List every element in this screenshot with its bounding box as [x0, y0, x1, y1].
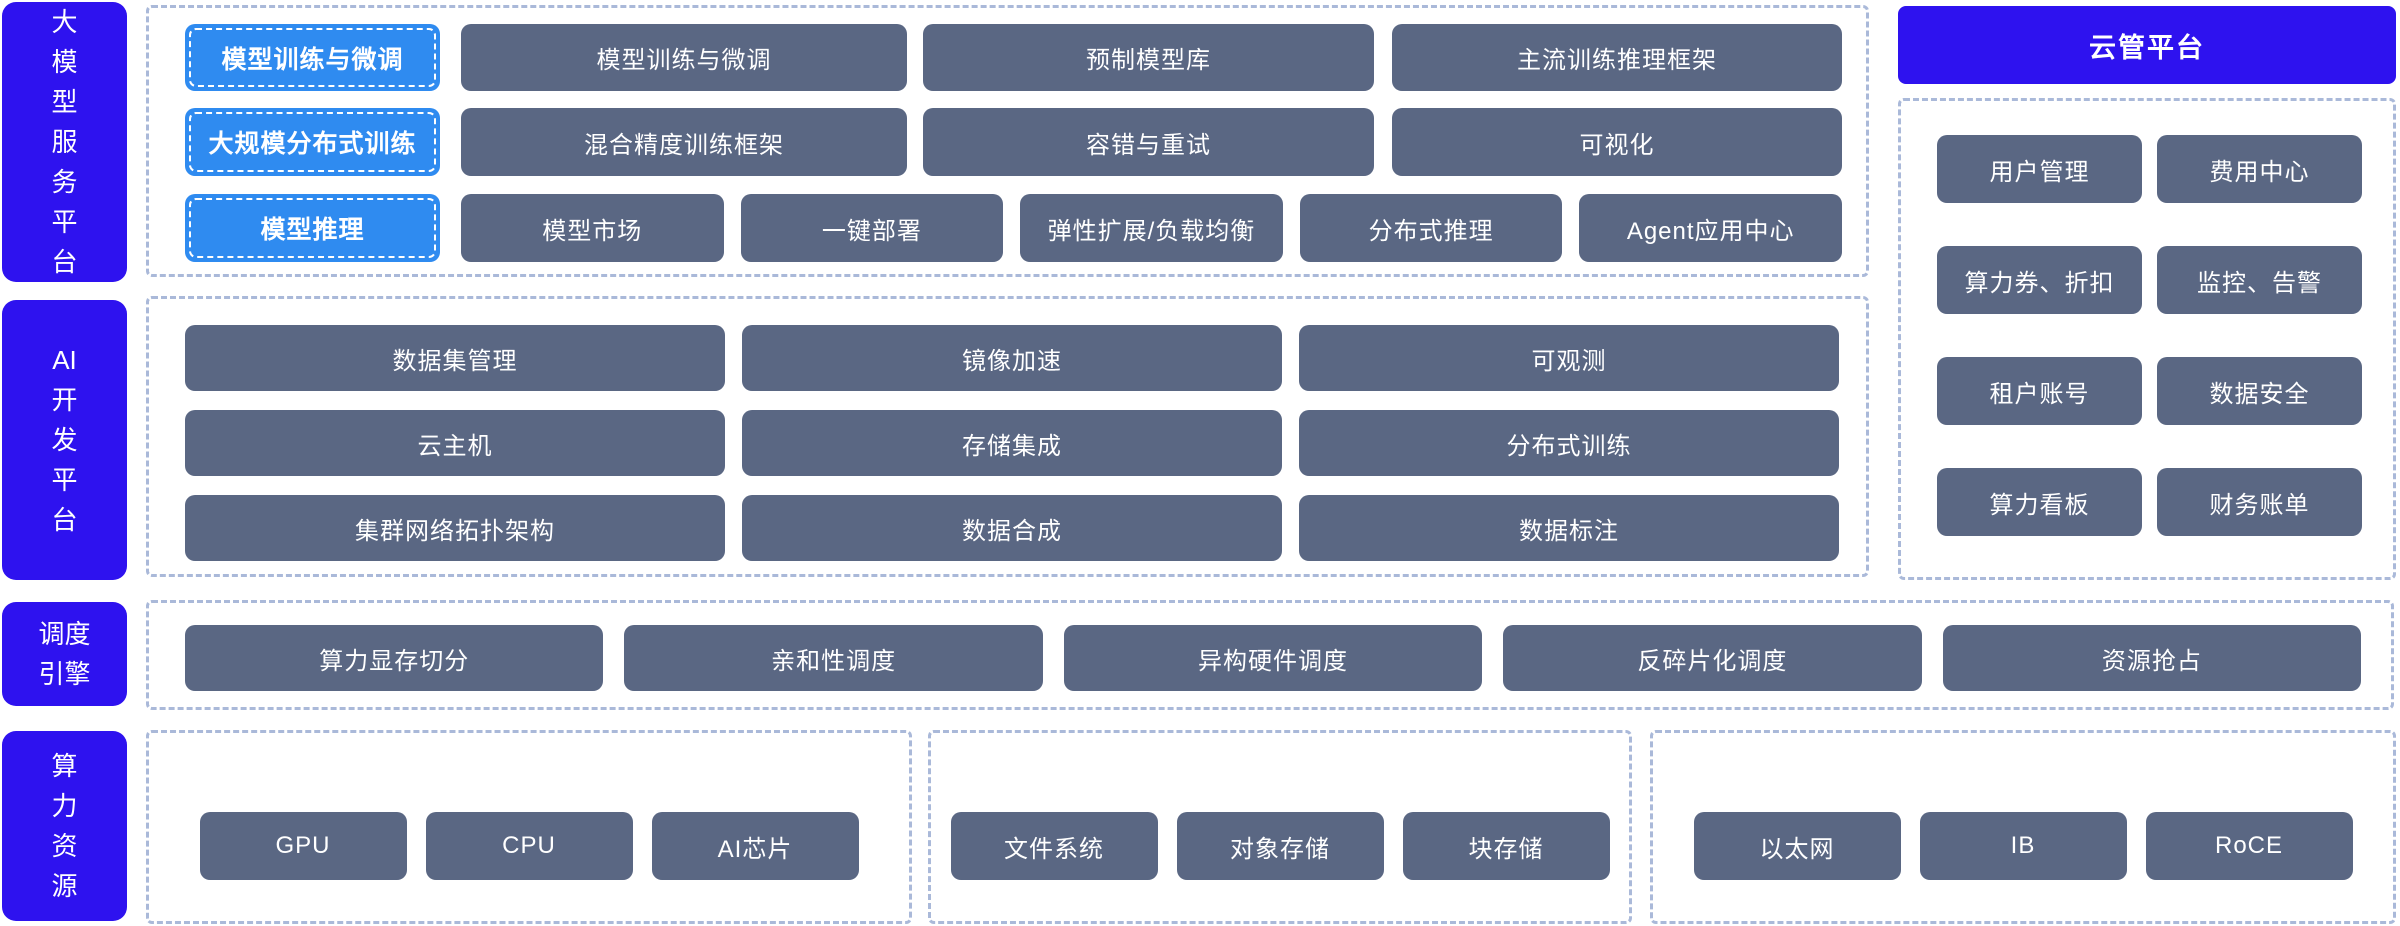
tile-gpu-memory-partition: 算力显存切分: [185, 625, 604, 691]
section-model-service-platform: 模型训练与微调 模型训练与微调 预制模型库 主流训练推理框架 大规模分布式训练 …: [146, 5, 1869, 277]
tile-billing-center: 费用中心: [2157, 135, 2362, 203]
tile-tenant-account: 租户账号: [1937, 357, 2142, 425]
tile-resource-preemption: 资源抢占: [1942, 625, 2362, 691]
tile-dataset-management: 数据集管理: [185, 325, 725, 391]
tile-roce: RoCE: [2145, 812, 2353, 880]
section-cloud-mgmt: 用户管理 费用中心 算力券、折扣 监控、告警 租户账号 数据安全 算力看板 财务…: [1898, 98, 2396, 580]
sidebar-char: 引擎: [38, 659, 91, 689]
tile-distributed-training: 分布式训练: [1299, 410, 1839, 476]
sidebar-char: 服: [51, 127, 78, 157]
sidebar-char: 开: [51, 385, 78, 415]
tile-mixed-precision-framework: 混合精度训练框架: [461, 108, 907, 176]
tile-fault-tolerance-retry: 容错与重试: [923, 108, 1374, 176]
sidebar-char: 平: [51, 465, 78, 495]
section-ai-dev-platform: 数据集管理 镜像加速 可观测 云主机 存储集成 分布式训练 集群网络拓扑架构 数…: [146, 296, 1869, 577]
sidebar-char: 资: [51, 831, 78, 861]
tile-data-security: 数据安全: [2157, 357, 2362, 425]
section-scheduler-engine: 算力显存切分 亲和性调度 异构硬件调度 反碎片化调度 资源抢占: [146, 600, 2394, 710]
tile-cloud-host: 云主机: [185, 410, 725, 476]
tile-large-scale-distributed-training-highlight: 大规模分布式训练: [185, 108, 440, 176]
sidebar-char: AI: [52, 345, 77, 375]
tile-heterogeneous-hardware-scheduling: 异构硬件调度: [1063, 625, 1483, 691]
sidebar-model-service-platform: 大 模 型 服 务 平 台: [2, 2, 127, 282]
tile-object-storage: 对象存储: [1176, 812, 1384, 880]
tile-label: 模型训练与微调: [189, 28, 436, 87]
sidebar-char: 台: [51, 247, 78, 277]
section-compute-network: 以太网 IB RoCE: [1650, 730, 2396, 924]
tile-storage-integration: 存储集成: [742, 410, 1282, 476]
tile-ai-chip: AI芯片: [651, 812, 859, 880]
tile-label: 模型推理: [189, 198, 436, 258]
tile-affinity-scheduling: 亲和性调度: [624, 625, 1043, 691]
sidebar-char: 台: [51, 505, 78, 535]
tile-model-training-finetune-highlight: 模型训练与微调: [185, 24, 440, 91]
sidebar-char: 发: [51, 425, 78, 455]
sidebar-compute-resources: 算 力 资 源: [2, 731, 127, 921]
tile-model-market: 模型市场: [461, 194, 724, 262]
tile-visualization: 可视化: [1392, 108, 1842, 176]
cloud-mgmt-title: 云管平台: [1898, 6, 2396, 84]
tile-label: 大规模分布式训练: [189, 112, 436, 172]
tile-model-inference-highlight: 模型推理: [185, 194, 440, 262]
tile-one-click-deploy: 一键部署: [740, 194, 1004, 262]
tile-mainstream-training-inference-frameworks: 主流训练推理框架: [1392, 24, 1842, 91]
sidebar-char: 力: [51, 791, 78, 821]
tile-monitoring-alerting: 监控、告警: [2157, 246, 2362, 314]
tile-elastic-scaling-load-balancing: 弹性扩展/负载均衡: [1020, 194, 1283, 262]
tile-file-system: 文件系统: [950, 812, 1158, 880]
sidebar-char: 大: [51, 7, 78, 37]
sidebar-char: 调度: [38, 619, 91, 649]
tile-agent-app-center: Agent应用中心: [1579, 194, 1842, 262]
tile-model-training-finetune: 模型训练与微调: [461, 24, 907, 91]
sidebar-char: 源: [51, 871, 78, 901]
tile-user-management: 用户管理: [1937, 135, 2142, 203]
tile-image-acceleration: 镜像加速: [742, 325, 1282, 391]
tile-cpu: CPU: [425, 812, 633, 880]
sidebar-char: 型: [51, 87, 78, 117]
tile-observability: 可观测: [1299, 325, 1839, 391]
tile-gpu: GPU: [199, 812, 407, 880]
tile-defragmentation-scheduling: 反碎片化调度: [1503, 625, 1922, 691]
tile-cluster-network-topology: 集群网络拓扑架构: [185, 495, 725, 561]
tile-prebuilt-model-library: 预制模型库: [923, 24, 1374, 91]
tile-data-annotation: 数据标注: [1299, 495, 1839, 561]
tile-block-storage: 块存储: [1402, 812, 1610, 880]
sidebar-char: 务: [51, 167, 78, 197]
tile-ib: IB: [1919, 812, 2127, 880]
tile-ethernet: 以太网: [1693, 812, 1901, 880]
sidebar-char: 算: [51, 751, 78, 781]
tile-distributed-inference: 分布式推理: [1299, 194, 1563, 262]
tile-compute-voucher-discount: 算力券、折扣: [1937, 246, 2142, 314]
sidebar-ai-dev-platform: AI 开 发 平 台: [2, 300, 127, 580]
sidebar-scheduler-engine: 调度 引擎: [2, 602, 127, 706]
tile-compute-dashboard: 算力看板: [1937, 468, 2142, 536]
sidebar-char: 平: [51, 207, 78, 237]
section-compute-storage: 文件系统 对象存储 块存储: [928, 730, 1632, 924]
section-compute-chips: GPU CPU AI芯片: [146, 730, 912, 924]
sidebar-char: 模: [51, 47, 78, 77]
tile-data-synthesis: 数据合成: [742, 495, 1282, 561]
tile-financial-bill: 财务账单: [2157, 468, 2362, 536]
